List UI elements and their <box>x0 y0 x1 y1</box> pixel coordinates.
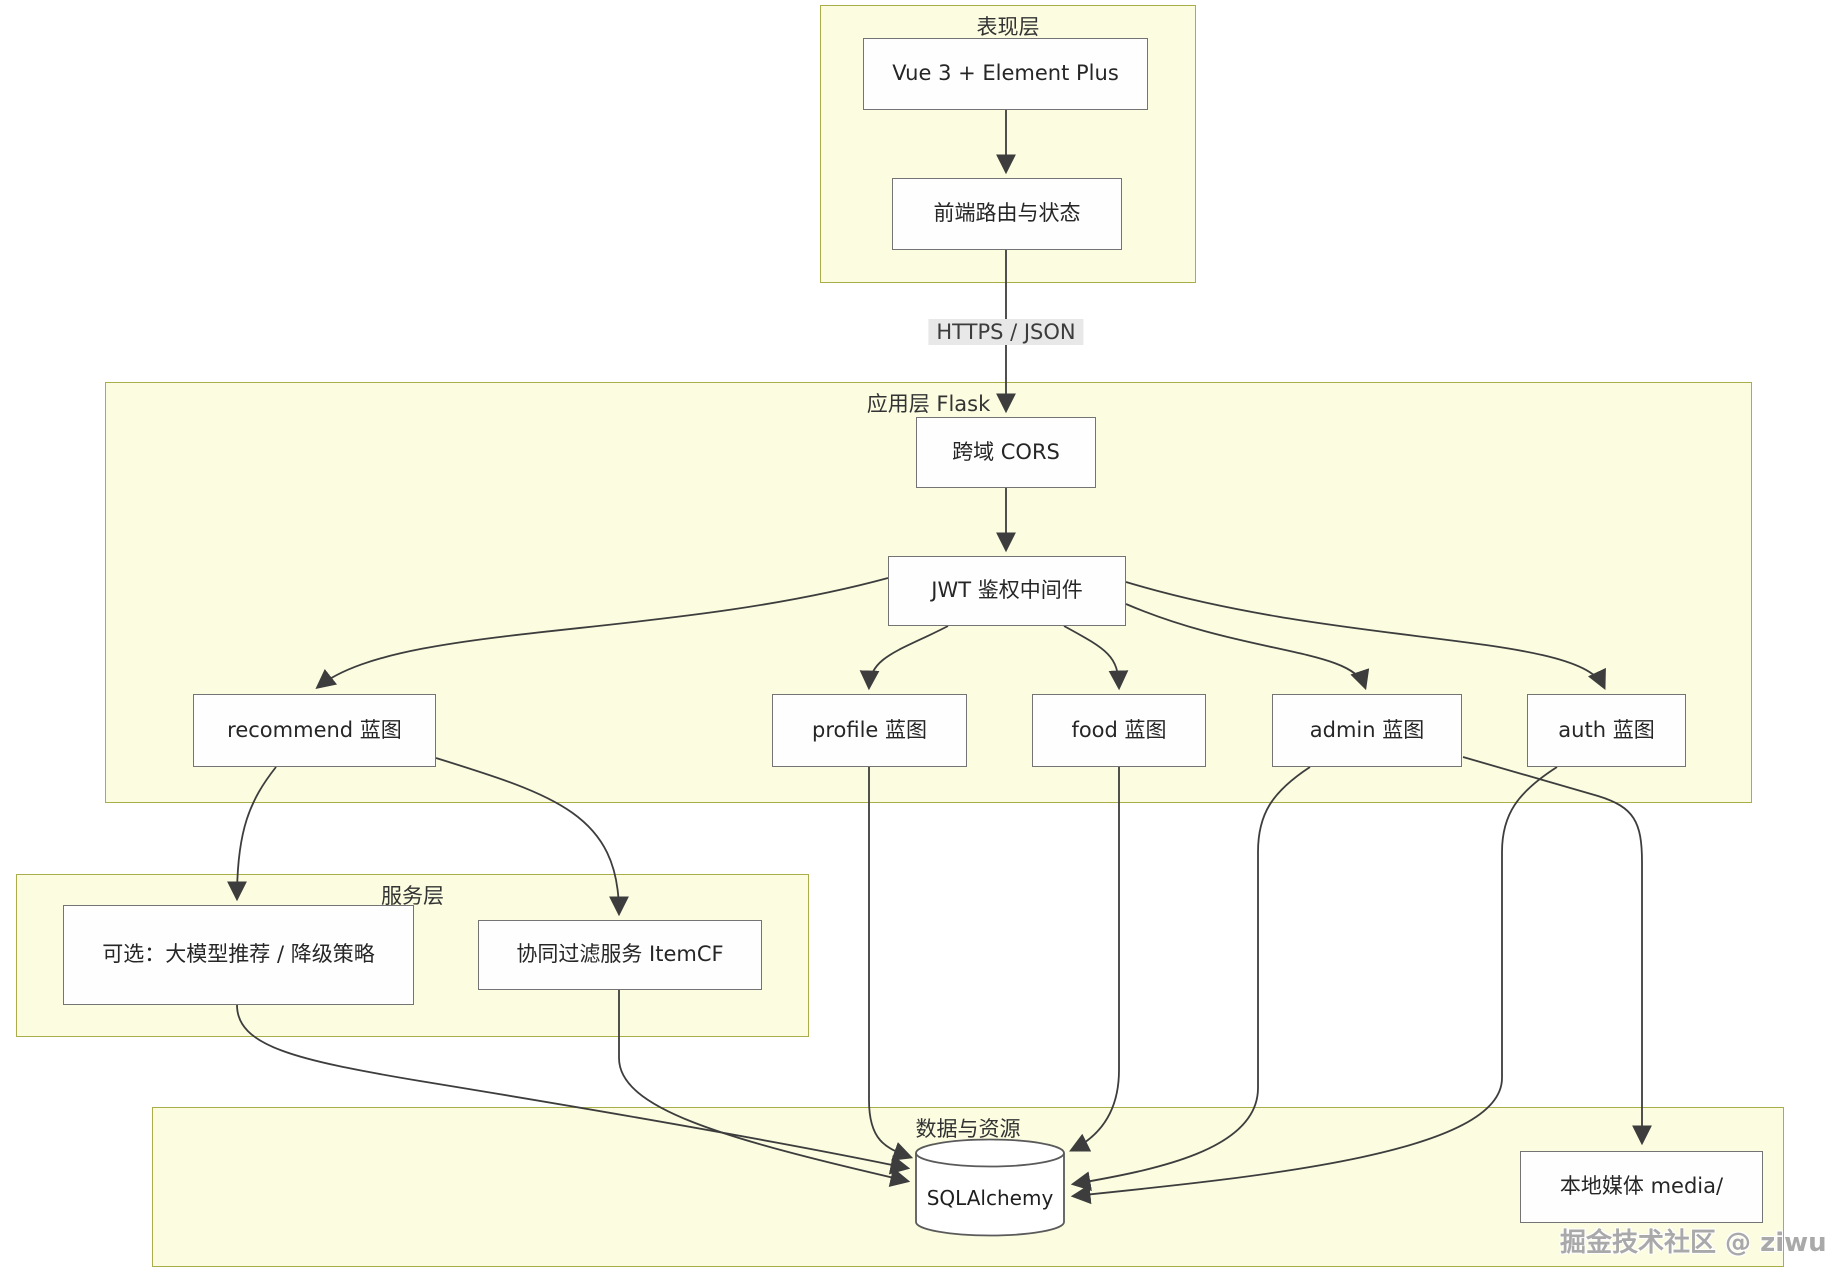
edge-recommend-optional <box>227 766 277 902</box>
edge-admin-media <box>1462 756 1652 1146</box>
node-recommend-label: recommend 蓝图 <box>227 717 402 742</box>
node-cors: 跨域 CORS <box>916 417 1096 488</box>
node-itemcf-label: 协同过滤服务 ItemCF <box>516 942 724 967</box>
node-media-label: 本地媒体 media/ <box>1559 1174 1724 1199</box>
edge-admin-sqlalchemy <box>1070 766 1311 1191</box>
node-jwt-middleware: JWT 鉴权中间件 <box>888 556 1126 626</box>
node-food-label: food 蓝图 <box>1071 717 1167 742</box>
node-itemcf-service: 协同过滤服务 ItemCF <box>478 920 762 990</box>
cluster-service-label: 服务层 <box>381 884 444 908</box>
node-food-blueprint: food 蓝图 <box>1032 694 1206 767</box>
node-frontend-router-state: 前端路由与状态 <box>892 178 1122 250</box>
node-vue-label: Vue 3 + Element Plus <box>892 61 1119 86</box>
node-recommend-blueprint: recommend 蓝图 <box>193 694 436 767</box>
edge-jwt-admin <box>1125 603 1370 691</box>
edge-jwt-auth <box>1125 581 1606 690</box>
node-router-label: 前端路由与状态 <box>933 201 1081 226</box>
edge-recommend-itemcf <box>435 757 629 917</box>
node-auth-label: auth 蓝图 <box>1558 717 1655 742</box>
edge-jwt-profile <box>859 625 949 691</box>
node-jwt-label: JWT 鉴权中间件 <box>931 578 1083 603</box>
sqlalchemy-cylinder <box>915 1138 1065 1237</box>
edge-label-https-json: HTTPS / JSON <box>928 319 1084 345</box>
edge-jwt-recommend <box>315 577 889 690</box>
edge-optional-sqlalchemy <box>236 1004 911 1175</box>
watermark: 掘金技术社区 @ ziwu <box>1560 1228 1827 1258</box>
cluster-application-label: 应用层 Flask <box>866 392 991 416</box>
node-local-media: 本地媒体 media/ <box>1520 1151 1763 1223</box>
cluster-data-label: 数据与资源 <box>915 1117 1021 1141</box>
node-cors-label: 跨域 CORS <box>952 439 1060 464</box>
node-optional-label: 可选：大模型推荐 / 降级策略 <box>102 942 375 967</box>
node-vue-element-plus: Vue 3 + Element Plus <box>863 38 1148 110</box>
node-profile-label: profile 蓝图 <box>811 717 927 742</box>
edge-paths <box>227 110 1652 1205</box>
cluster-presentation-label: 表现层 <box>976 15 1040 39</box>
node-admin-label: admin 蓝图 <box>1309 717 1425 742</box>
node-profile-blueprint: profile 蓝图 <box>772 694 967 767</box>
edge-jwt-food <box>1063 625 1129 691</box>
node-optional-llm-recommend: 可选：大模型推荐 / 降级策略 <box>63 905 414 1005</box>
edge-auth-sqlalchemy <box>1070 766 1558 1205</box>
node-auth-blueprint: auth 蓝图 <box>1527 694 1686 767</box>
sqlalchemy-label: SQLAlchemy <box>926 1186 1054 1210</box>
edge-itemcf-sqlalchemy <box>618 990 911 1187</box>
node-admin-blueprint: admin 蓝图 <box>1272 694 1462 767</box>
edge-food-sqlalchemy <box>1069 767 1120 1152</box>
edge-profile-sqlalchemy <box>868 767 914 1161</box>
